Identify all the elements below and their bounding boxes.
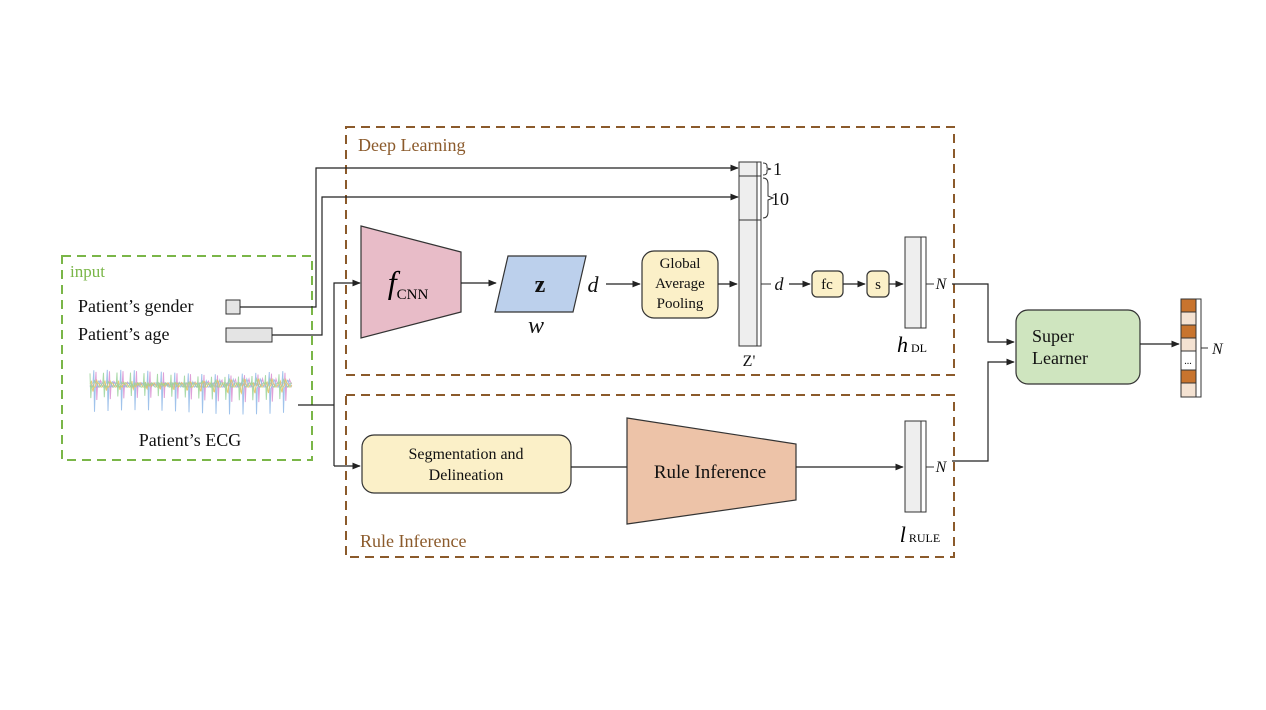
rule-inference-group-label: Rule Inference bbox=[360, 531, 466, 551]
rule-inference-block bbox=[626, 417, 797, 525]
input-group-label: input bbox=[70, 262, 105, 281]
gap-line-1: Global bbox=[660, 256, 701, 272]
d-label-2: d bbox=[775, 274, 785, 294]
brace-1-label: 1 bbox=[773, 159, 782, 179]
age-feature-box bbox=[225, 327, 273, 343]
l-rule-n-label: N bbox=[935, 459, 948, 476]
output-vector bbox=[1180, 298, 1202, 398]
seg-line-2: Delineation bbox=[429, 467, 504, 484]
lrule-to-super-wire bbox=[952, 358, 1015, 462]
fc-label: fc bbox=[821, 277, 833, 293]
output-ellipsis: ... bbox=[1184, 356, 1192, 367]
age-label: Patient’s age bbox=[78, 324, 169, 344]
cnn-block bbox=[360, 225, 462, 339]
rule-inference-block-label: Rule Inference bbox=[654, 462, 766, 483]
age-wire bbox=[272, 193, 739, 336]
ecg-waveform-image bbox=[89, 369, 293, 415]
deep-learning-group-label: Deep Learning bbox=[358, 135, 465, 155]
super-line-2: Learner bbox=[1032, 348, 1088, 368]
h-dl-vector bbox=[904, 236, 927, 329]
l-symbol: l bbox=[900, 522, 906, 547]
rule-inference-group-frame bbox=[345, 394, 955, 558]
w-label: w bbox=[528, 313, 544, 339]
gender-feature-box bbox=[225, 299, 241, 315]
brace-1 bbox=[762, 162, 772, 176]
segmentation-delineation-block bbox=[361, 434, 572, 494]
seg-line-1: Segmentation and bbox=[408, 446, 523, 463]
brace-10-label: 10 bbox=[771, 189, 789, 209]
ecg-to-cnn-wire bbox=[333, 279, 361, 466]
z-symbol: z bbox=[535, 272, 546, 298]
gap-line-3: Pooling bbox=[657, 296, 704, 312]
s-label: s bbox=[875, 277, 881, 293]
super-learner-block bbox=[1015, 309, 1141, 385]
h-dl-n-label: N bbox=[935, 276, 948, 293]
input-group-frame bbox=[61, 255, 313, 461]
d-label-1: d bbox=[588, 272, 600, 297]
ecg-label: Patient’s ECG bbox=[139, 430, 242, 450]
z-embedding-block bbox=[494, 255, 587, 313]
gender-label: Patient’s gender bbox=[78, 296, 193, 316]
l-rule-vector bbox=[904, 420, 927, 513]
cnn-subscript: CNN bbox=[397, 287, 429, 303]
z-prime-label: Z' bbox=[743, 353, 756, 370]
hdl-to-super-wire bbox=[952, 283, 1015, 346]
gender-wire bbox=[240, 164, 739, 308]
output-n-label: N bbox=[1211, 341, 1224, 358]
l-subscript: RULE bbox=[909, 531, 940, 545]
z-prime-stack bbox=[738, 161, 762, 347]
deep-learning-group-frame bbox=[345, 126, 955, 376]
h-subscript: DL bbox=[911, 341, 927, 355]
h-symbol: h bbox=[897, 332, 908, 357]
gap-line-2: Average bbox=[655, 276, 705, 292]
super-line-1: Super bbox=[1032, 326, 1074, 346]
brace-10 bbox=[762, 177, 775, 219]
